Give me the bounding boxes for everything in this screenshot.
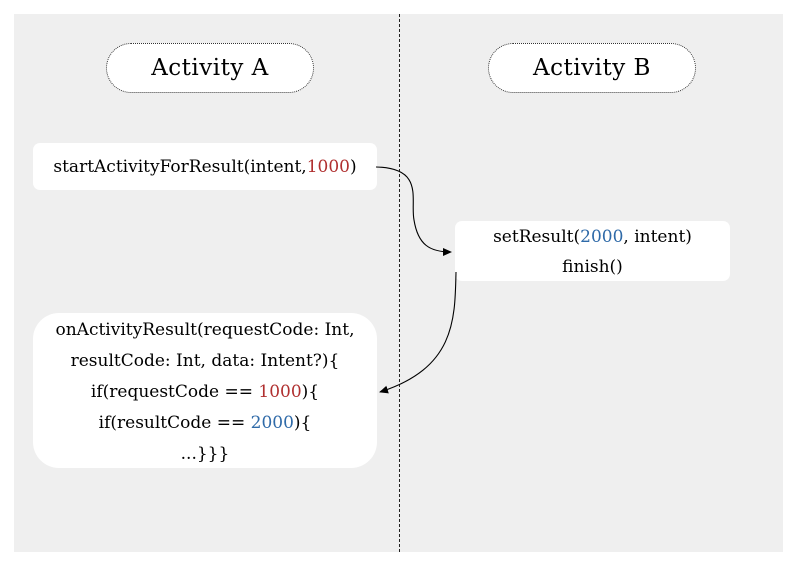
request-check-suffix: ){: [301, 382, 320, 402]
request-check-prefix: if(requestCode ==: [90, 382, 259, 402]
finish-line: finish(): [562, 257, 623, 277]
result-check-suffix: ){: [293, 413, 312, 433]
request-code-value: 1000: [306, 156, 350, 177]
callback-signature-line2: resultCode: Int, data: Intent?){: [70, 351, 340, 371]
request-check-code: 1000: [258, 382, 302, 402]
set-result-line: setResult(2000, intent): [455, 222, 730, 252]
set-result-prefix: setResult(: [493, 227, 581, 247]
result-check-prefix: if(resultCode ==: [98, 413, 251, 433]
set-result-suffix: , intent): [623, 227, 692, 247]
result-code-check: if(resultCode == 2000){: [33, 408, 377, 439]
callback-signature-line1: onActivityResult(requestCode: Int,: [55, 320, 355, 340]
activity-b-title: Activity B: [533, 55, 651, 81]
result-check-code: 2000: [250, 413, 294, 433]
on-activity-result-box: onActivityResult(requestCode: Int, resul…: [33, 313, 377, 468]
start-to-set-result-arrow: [375, 166, 452, 256]
lane-divider: [399, 14, 400, 552]
activity-a-header: Activity A: [106, 43, 314, 93]
start-call-close: ): [349, 156, 357, 177]
set-result-box: setResult(2000, intent) finish(): [455, 221, 730, 281]
activity-b-header: Activity B: [488, 43, 696, 93]
result-back-arrow: [379, 271, 457, 394]
result-code-value: 2000: [580, 227, 624, 247]
start-call-text: startActivityForResult(intent,: [53, 156, 307, 177]
closing-braces: ...}}}: [180, 444, 230, 464]
activity-a-title: Activity A: [151, 55, 269, 81]
request-code-check: if(requestCode == 1000){: [33, 377, 377, 408]
start-activity-box: startActivityForResult(intent, 1000): [33, 143, 377, 190]
